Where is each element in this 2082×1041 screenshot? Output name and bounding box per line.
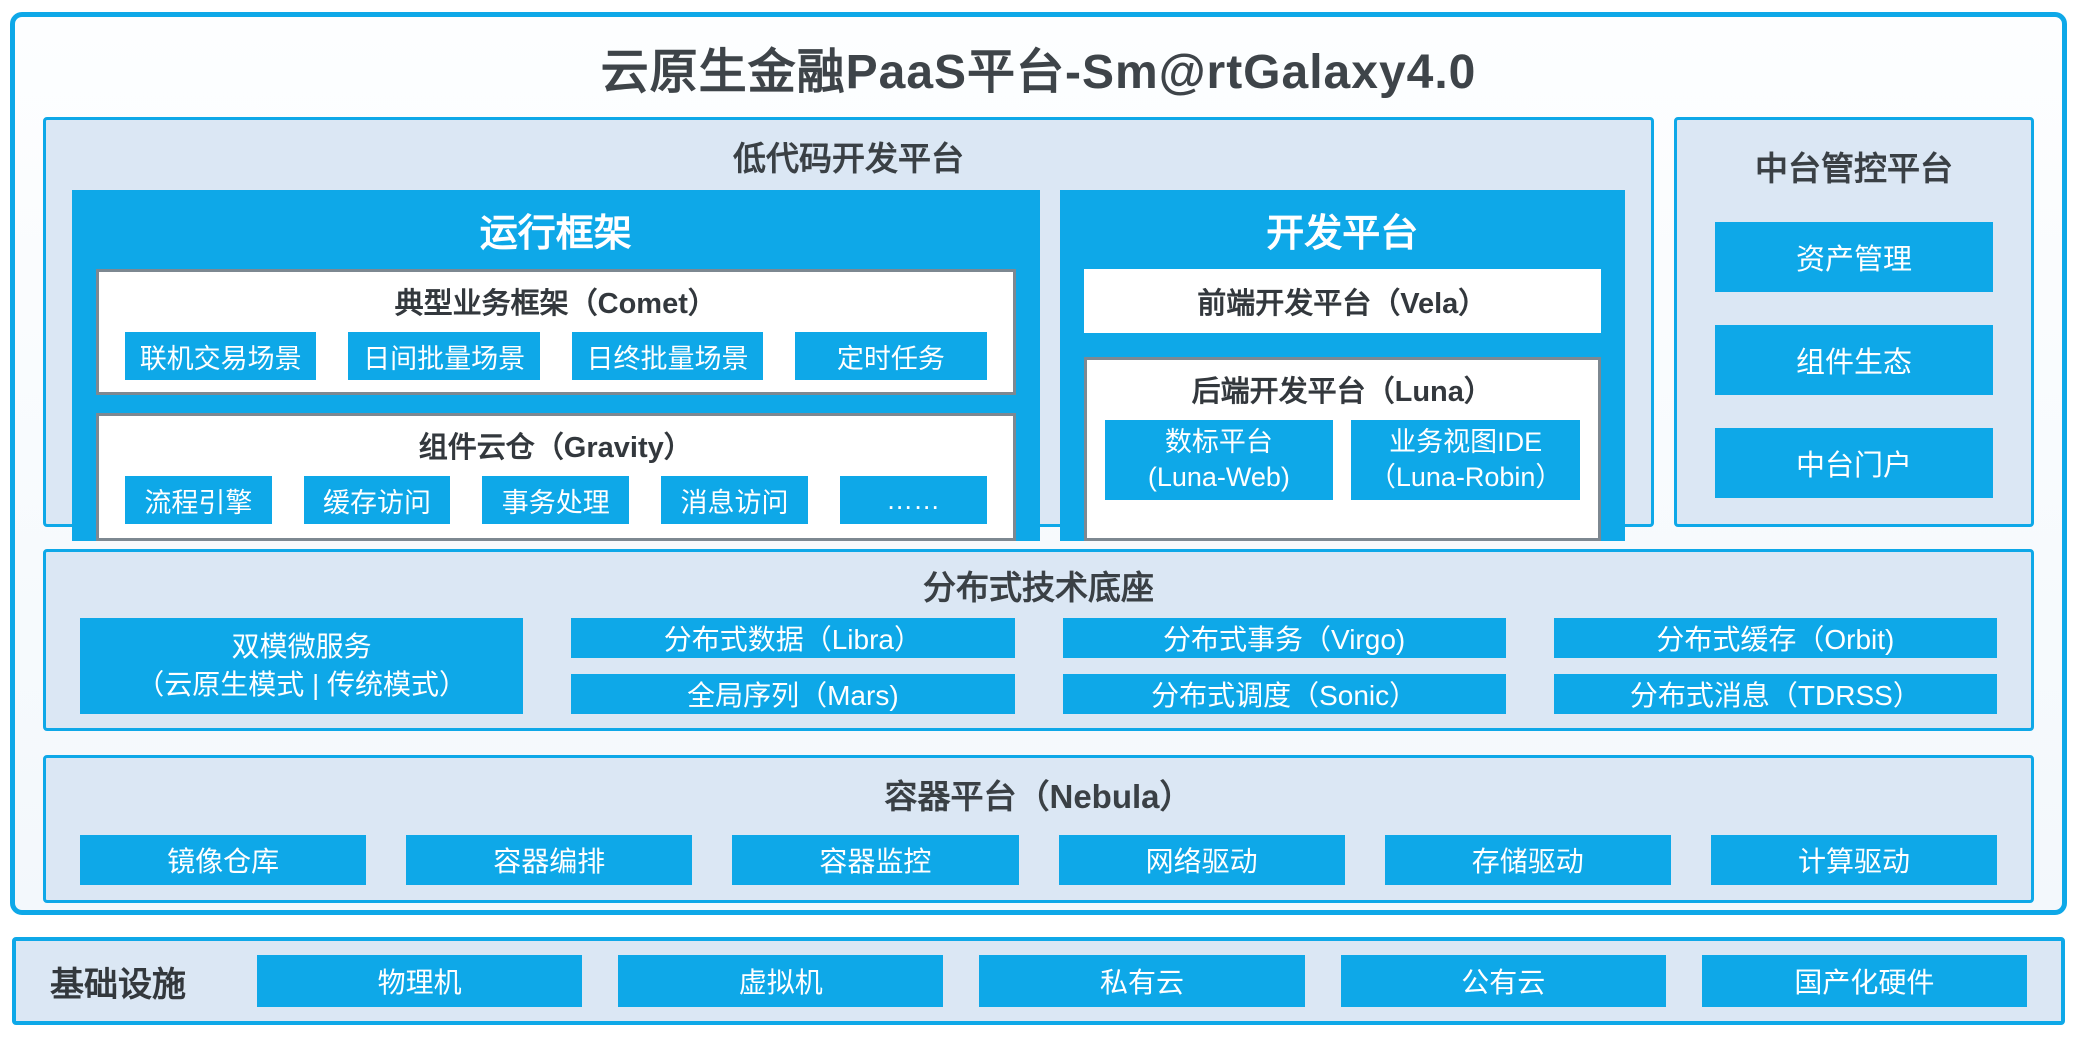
distributed-header: 分布式技术底座 bbox=[923, 569, 1154, 606]
container-item: 计算驱动 bbox=[1710, 835, 1998, 885]
platform-row: 低代码开发平台 运行框架 典型业务框架（Comet） 联机交易场景 日间批量场景… bbox=[43, 117, 2034, 541]
comet-item: 日终批量场景 bbox=[571, 332, 764, 380]
comet-title: 典型业务框架（Comet） bbox=[394, 288, 717, 320]
gravity-title: 组件云仓（Gravity） bbox=[418, 432, 693, 464]
container-item: 网络驱动 bbox=[1058, 835, 1345, 885]
distributed-col: 分布式数据（Libra） 全局序列（Mars) bbox=[571, 618, 1015, 714]
distributed-item: 分布式事务（Virgo) bbox=[1062, 618, 1506, 658]
container-item: 容器编排 bbox=[406, 835, 693, 885]
distributed-item: 分布式缓存（Orbit) bbox=[1553, 618, 1997, 658]
gravity-item: 事务处理 bbox=[482, 476, 630, 524]
container-item: 存储驱动 bbox=[1384, 835, 1671, 885]
container-platform-header: 容器平台（Nebula） bbox=[884, 778, 1193, 815]
vela-box: 前端开发平台（Vela） bbox=[1083, 269, 1601, 333]
luna-item-line2: (Luna-Web) bbox=[1147, 462, 1290, 492]
container-item: 容器监控 bbox=[732, 835, 1019, 885]
dual-mode-line2: （云原生模式 | 传统模式） bbox=[136, 669, 468, 700]
distributed-col: 分布式缓存（Orbit) 分布式消息（TDRSS） bbox=[1553, 618, 1997, 714]
midplatform-item: 资产管理 bbox=[1715, 222, 1993, 292]
gravity-item: 消息访问 bbox=[661, 476, 808, 524]
distributed-body: 双模微服务 （云原生模式 | 传统模式） 分布式数据（Libra） 全局序列（M… bbox=[46, 609, 2031, 730]
dual-mode-microservice: 双模微服务 （云原生模式 | 传统模式） bbox=[80, 618, 524, 714]
gravity-item: 缓存访问 bbox=[303, 476, 451, 524]
infrastructure-item: 公有云 bbox=[1340, 955, 1666, 1007]
comet-item: 联机交易场景 bbox=[125, 332, 317, 380]
infrastructure-item: 私有云 bbox=[979, 955, 1305, 1007]
comet-items: 联机交易场景 日间批量场景 日终批量场景 定时任务 bbox=[125, 332, 987, 380]
main-panel: 云原生金融PaaS平台-Sm@rtGalaxy4.0 低代码开发平台 运行框架 … bbox=[10, 12, 2067, 915]
section-infrastructure: 基础设施 物理机 虚拟机 私有云 公有云 国产化硬件 bbox=[12, 937, 2065, 1025]
gravity-item: 流程引擎 bbox=[125, 476, 272, 524]
luna-title: 后端开发平台（Luna） bbox=[1191, 376, 1493, 408]
container-item: 镜像仓库 bbox=[80, 835, 367, 885]
page-title: 云原生金融PaaS平台-Sm@rtGalaxy4.0 bbox=[600, 46, 1477, 99]
runtime-framework-title: 运行框架 bbox=[479, 213, 632, 255]
comet-item: 定时任务 bbox=[795, 332, 987, 380]
luna-item-line1: 业务视图IDE bbox=[1389, 426, 1543, 457]
infrastructure-label: 基础设施 bbox=[50, 965, 186, 1004]
lowcode-body: 运行框架 典型业务框架（Comet） 联机交易场景 日间批量场景 日终批量场景 … bbox=[46, 180, 1651, 567]
dual-mode-line1: 双模微服务 bbox=[231, 631, 372, 663]
midplatform-header: 中台管控平台 bbox=[1755, 150, 1953, 187]
section-distributed-base: 分布式技术底座 双模微服务 （云原生模式 | 传统模式） 分布式数据（Libra… bbox=[43, 549, 2034, 731]
distributed-item: 全局序列（Mars) bbox=[571, 674, 1015, 714]
comet-item: 日间批量场景 bbox=[348, 332, 540, 380]
runtime-framework-card: 运行框架 典型业务框架（Comet） 联机交易场景 日间批量场景 日终批量场景 … bbox=[72, 190, 1040, 541]
gravity-item: …… bbox=[839, 476, 987, 524]
lowcode-header: 低代码开发平台 bbox=[733, 140, 964, 177]
luna-item: 数标平台 (Luna-Web) bbox=[1104, 420, 1334, 500]
distributed-item: 分布式数据（Libra） bbox=[571, 618, 1015, 658]
infrastructure-item: 虚拟机 bbox=[618, 955, 944, 1007]
luna-item-line1: 数标平台 bbox=[1164, 426, 1273, 457]
midplatform-item: 中台门户 bbox=[1715, 428, 1993, 498]
infrastructure-item: 国产化硬件 bbox=[1701, 955, 2028, 1007]
distributed-item: 分布式消息（TDRSS） bbox=[1553, 674, 1997, 714]
midplatform-item: 组件生态 bbox=[1715, 325, 1993, 395]
midplatform-items: 资产管理 组件生态 中台门户 bbox=[1677, 190, 2031, 498]
section-midplatform: 中台管控平台 资产管理 组件生态 中台门户 bbox=[1674, 117, 2034, 527]
luna-item: 业务视图IDE （Luna-Robin） bbox=[1351, 420, 1580, 500]
luna-items: 数标平台 (Luna-Web) 业务视图IDE （Luna-Robin） bbox=[1104, 420, 1580, 500]
section-lowcode-platform: 低代码开发平台 运行框架 典型业务框架（Comet） 联机交易场景 日间批量场景… bbox=[43, 117, 1654, 541]
luna-item-line2: （Luna-Robin） bbox=[1368, 462, 1563, 492]
gravity-box: 组件云仓（Gravity） 流程引擎 缓存访问 事务处理 消息访问 …… bbox=[96, 413, 1016, 541]
dev-platform-title: 开发平台 bbox=[1266, 213, 1419, 255]
container-platform-items: 镜像仓库 容器编排 容器监控 网络驱动 存储驱动 计算驱动 bbox=[46, 818, 2031, 885]
dev-platform-card: 开发平台 前端开发平台（Vela） 后端开发平台（Luna） 数标平台 (Lun… bbox=[1059, 190, 1625, 541]
infrastructure-item: 物理机 bbox=[257, 955, 583, 1007]
gravity-items: 流程引擎 缓存访问 事务处理 消息访问 …… bbox=[125, 476, 987, 524]
distributed-col: 分布式事务（Virgo) 分布式调度（Sonic） bbox=[1062, 618, 1506, 714]
distributed-item: 分布式调度（Sonic） bbox=[1062, 674, 1506, 714]
section-container-platform: 容器平台（Nebula） 镜像仓库 容器编排 容器监控 网络驱动 存储驱动 计算… bbox=[43, 755, 2034, 903]
luna-box: 后端开发平台（Luna） 数标平台 (Luna-Web) 业务视图IDE （Lu… bbox=[1083, 357, 1601, 541]
comet-box: 典型业务框架（Comet） 联机交易场景 日间批量场景 日终批量场景 定时任务 bbox=[96, 269, 1016, 395]
